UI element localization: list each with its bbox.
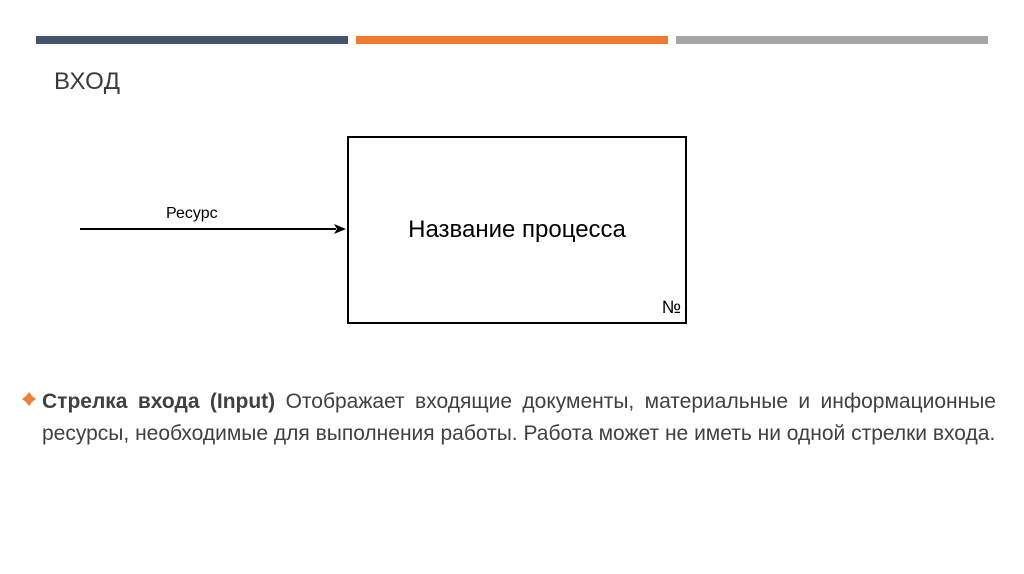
description-text: Стрелка входа (Input) Отображает входящи… — [42, 386, 996, 450]
diamond-bullet-icon — [22, 392, 36, 406]
process-number: № — [661, 297, 681, 317]
description-body: Отображает входящие документы, материаль… — [42, 390, 996, 445]
input-arrowhead — [334, 224, 346, 234]
accent-bar-gray — [676, 36, 988, 44]
description-term: Стрелка входа (Input) — [42, 390, 276, 413]
accent-bar-dark — [36, 36, 348, 44]
input-arrow-label: Ресурс — [166, 205, 218, 222]
slide-title: ВХОД — [54, 68, 121, 95]
accent-bar-orange — [356, 36, 668, 44]
description-paragraph: Стрелка входа (Input) Отображает входящи… — [22, 386, 996, 450]
process-box: Название процесса № — [347, 136, 687, 324]
input-arrow — [80, 224, 346, 234]
process-name: Название процесса — [408, 216, 626, 243]
